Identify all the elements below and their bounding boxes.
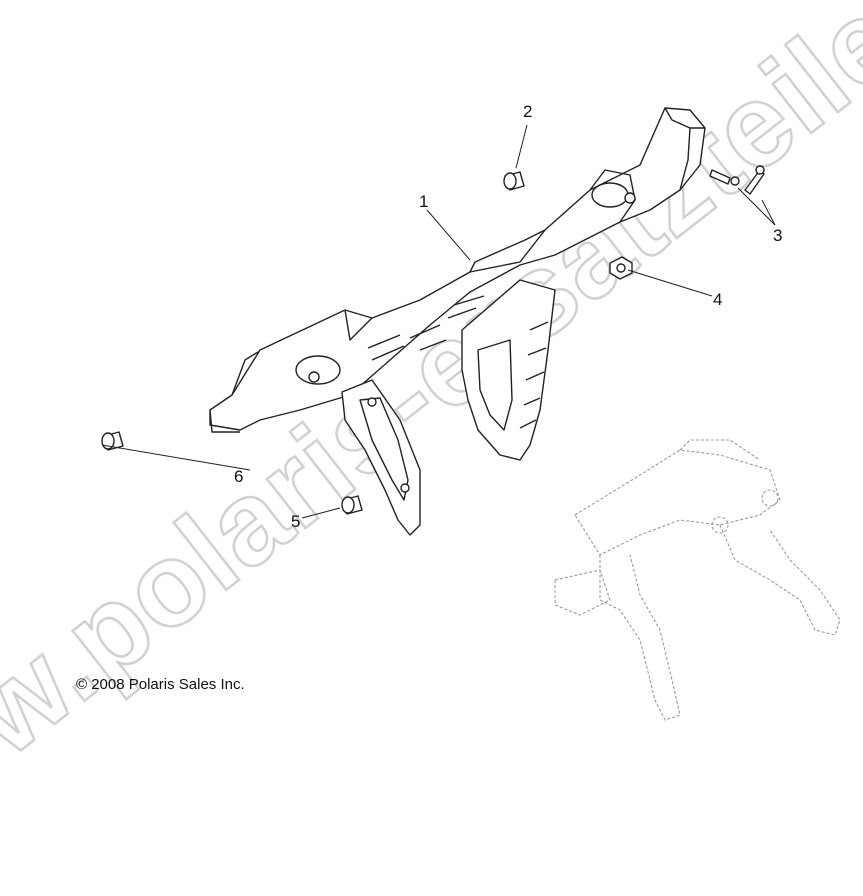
bolt-5-part — [341, 495, 363, 515]
callout-3: 3 — [773, 226, 783, 245]
bolt-2-part — [503, 171, 525, 191]
bolt-6-part — [101, 431, 124, 451]
leader-lines — [101, 124, 776, 519]
copyright-notice: © 2008 Polaris Sales Inc. — [76, 676, 245, 693]
reference-mount-frame — [554, 439, 841, 721]
callout-5: 5 — [291, 512, 301, 531]
screw-3-part — [709, 165, 765, 195]
callout-6: 6 — [234, 467, 244, 486]
callout-2: 2 — [523, 102, 533, 121]
main-frame-part — [209, 107, 706, 536]
callout-4: 4 — [713, 290, 723, 309]
callout-1: 1 — [419, 192, 429, 211]
nut-4-part — [609, 256, 633, 280]
diagram-drawing — [101, 107, 841, 721]
